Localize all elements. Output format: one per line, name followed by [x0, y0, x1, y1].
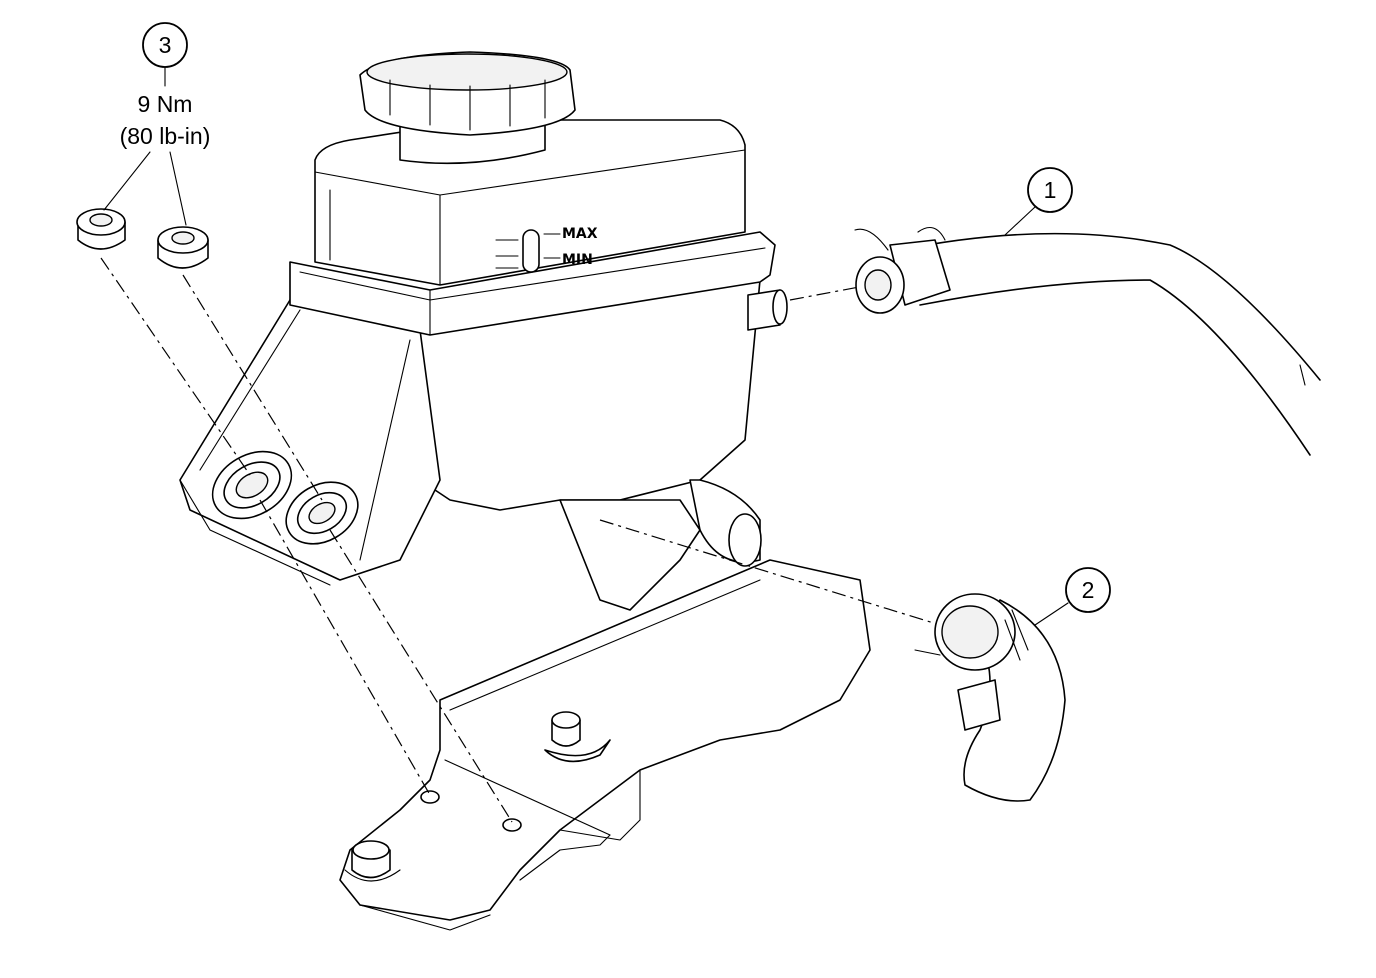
- callout-2-number: 2: [1082, 577, 1095, 603]
- callout-3: 3: [142, 22, 188, 87]
- min-marking: MIN: [562, 252, 593, 268]
- grommet-left: [211, 450, 293, 520]
- reservoir-cap: [359, 51, 576, 165]
- callout-1: 1: [1004, 167, 1073, 236]
- torque-leader-lines: [103, 151, 187, 226]
- callout-1-number: 1: [1044, 177, 1057, 203]
- reservoir-body: [179, 51, 788, 611]
- grommet-right: [285, 481, 359, 545]
- supply-hose: [854, 226, 1321, 456]
- flange-nut-right: [157, 226, 209, 269]
- mounting-bracket: [339, 559, 871, 931]
- outlet-hose: [914, 593, 1066, 802]
- torque-metric: 9 Nm: [138, 91, 193, 117]
- torque-imperial: (80 lb-in): [120, 123, 211, 149]
- max-marking: MAX: [562, 226, 598, 242]
- flange-nut-left: [76, 208, 126, 250]
- callout-3-number: 3: [159, 32, 172, 58]
- callout-2: 2: [1034, 567, 1111, 626]
- level-indicator: [495, 229, 561, 273]
